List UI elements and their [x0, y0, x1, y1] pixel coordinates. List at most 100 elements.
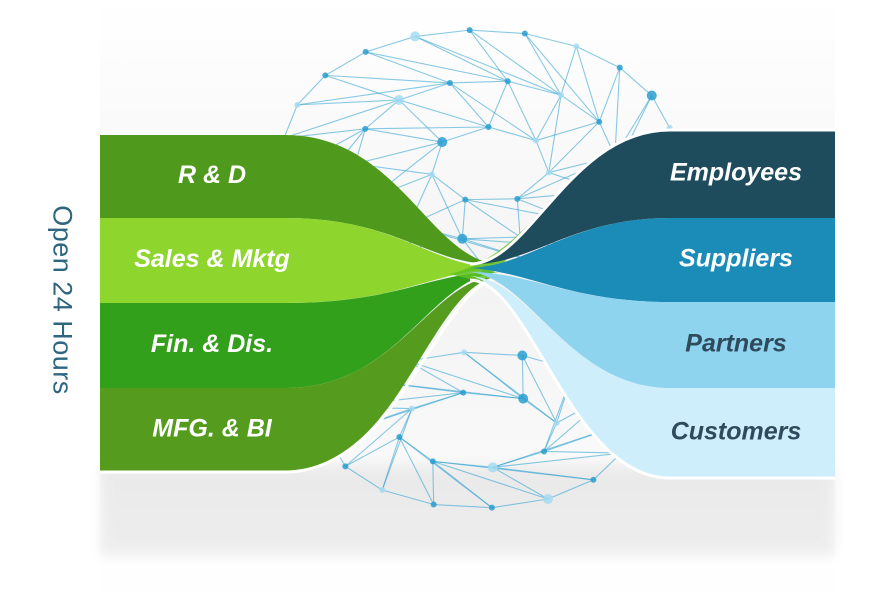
network-link [365, 51, 451, 84]
network-link [547, 479, 594, 500]
network-node [460, 389, 467, 396]
network-link [449, 82, 537, 142]
network-node [532, 137, 539, 144]
network-link [431, 141, 443, 175]
network-node [553, 419, 560, 426]
network-node [342, 463, 349, 470]
network-node [504, 78, 511, 85]
band-sales-mktg [100, 218, 500, 303]
network-node [541, 448, 548, 455]
network-link [462, 236, 521, 240]
network-link [560, 46, 577, 96]
network-link [398, 99, 443, 143]
network-link [415, 29, 470, 37]
network-link [598, 67, 621, 123]
network-link [516, 198, 521, 238]
network-link [365, 35, 416, 53]
network-link [521, 355, 558, 424]
label-mfg-bi: MFG. & BI [152, 415, 272, 443]
network-node [457, 233, 468, 244]
network-node [517, 350, 528, 361]
label-customers: Customers [671, 418, 802, 446]
network-node [557, 92, 564, 99]
network-link [463, 351, 557, 424]
network-node [545, 169, 552, 176]
network-node [394, 94, 405, 105]
network-link [449, 82, 489, 128]
network-node [466, 27, 473, 34]
network-link [355, 141, 443, 165]
network-node [573, 43, 580, 50]
network-link [297, 82, 451, 106]
band-edge-bottom [469, 278, 835, 480]
network-link [433, 503, 492, 509]
label-suppliers: Suppliers [679, 245, 793, 273]
network-link [325, 74, 400, 101]
network-node [462, 196, 469, 203]
band-edge-left-bottom [100, 276, 501, 474]
network-link [492, 452, 622, 468]
network-link [469, 29, 509, 82]
network-link [431, 173, 466, 201]
label-r-d: R & D [178, 161, 246, 189]
label-partners: Partners [685, 330, 787, 358]
network-link [365, 51, 508, 82]
network-link [575, 46, 600, 122]
network-node [485, 124, 492, 131]
network-link [507, 80, 562, 96]
network-node [396, 434, 403, 441]
network-link [364, 99, 400, 130]
network-link [283, 99, 400, 139]
network-node [362, 125, 369, 132]
open-24-hours-label: Open 24 Hours [47, 205, 78, 395]
network-link [449, 80, 508, 84]
network-node [322, 72, 329, 79]
network-link [398, 99, 489, 128]
label-fin-dis: Fin. & Dis. [151, 330, 273, 358]
network-link [548, 95, 562, 173]
network-link [464, 351, 523, 357]
network-link [442, 126, 489, 143]
network-link [524, 33, 600, 123]
network-node [362, 48, 369, 55]
network-node [294, 101, 301, 108]
network-node [514, 195, 521, 202]
network-link [576, 45, 621, 69]
network-link [492, 466, 549, 500]
network-link [535, 121, 600, 142]
network-link [461, 199, 466, 239]
network-node [488, 504, 495, 511]
network-node [590, 476, 597, 483]
network-node [646, 90, 657, 101]
network-link [407, 360, 464, 394]
network-link [381, 408, 413, 491]
network-link [535, 94, 562, 141]
band-customers [470, 276, 835, 478]
band-edge-top [469, 128, 835, 266]
network-node [521, 30, 528, 37]
network-link [432, 461, 435, 505]
band-fin-dis [100, 272, 500, 388]
network-link [465, 198, 518, 201]
network-node [430, 501, 437, 508]
network-node [429, 458, 436, 465]
band-r-d [100, 135, 500, 265]
network-node [487, 462, 498, 473]
network-link [469, 29, 525, 35]
network-link [544, 450, 622, 454]
band-partners [470, 272, 835, 388]
network-link [325, 74, 450, 84]
network-link [535, 140, 550, 173]
network-link [619, 67, 653, 96]
band-employees [470, 130, 835, 265]
label-sales-mktg: Sales & Mktg [134, 245, 290, 273]
network-node [518, 393, 529, 404]
network-link [365, 126, 489, 130]
network-node [408, 405, 415, 412]
network-link [524, 33, 562, 96]
network-node [616, 64, 623, 71]
network-node [542, 493, 553, 504]
network-link [345, 465, 383, 491]
